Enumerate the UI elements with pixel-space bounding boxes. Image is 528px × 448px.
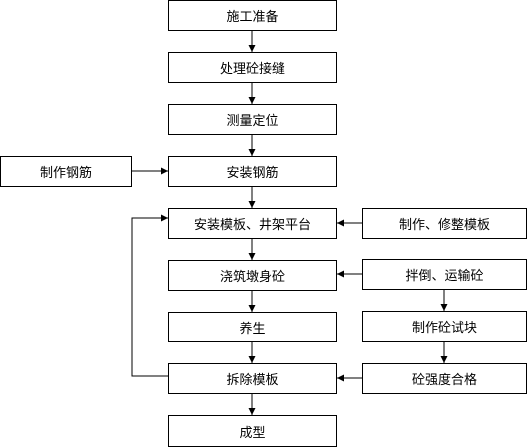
step-label: 测量定位 bbox=[226, 114, 279, 129]
side-label: 制作钢筋 bbox=[39, 166, 92, 181]
step-label: 安装钢筋 bbox=[226, 166, 279, 181]
step-label: 养生 bbox=[239, 321, 266, 337]
step-install-formwork: 安装模板、井架平台 bbox=[168, 208, 337, 239]
step-treat-joint: 处理砼接缝 bbox=[168, 52, 337, 83]
step-label: 浇筑墩身砼 bbox=[219, 270, 285, 285]
side-label: 制作、修整模板 bbox=[398, 218, 490, 233]
step-survey-position: 测量定位 bbox=[168, 104, 337, 135]
side-make-test-block: 制作砼试块 bbox=[362, 311, 527, 342]
step-label: 安装模板、井架平台 bbox=[193, 218, 311, 233]
step-install-rebar: 安装钢筋 bbox=[168, 156, 337, 187]
step-label: 成型 bbox=[239, 425, 266, 441]
step-construction-prep: 施工准备 bbox=[168, 0, 337, 31]
step-finished: 成型 bbox=[168, 415, 337, 447]
side-label: 制作砼试块 bbox=[411, 321, 477, 336]
step-curing: 养生 bbox=[168, 312, 337, 342]
side-make-formwork: 制作、修整模板 bbox=[362, 208, 527, 239]
side-label: 砼强度合格 bbox=[411, 373, 477, 388]
step-label: 施工准备 bbox=[226, 10, 279, 25]
step-pour-concrete: 浇筑墩身砼 bbox=[168, 260, 337, 291]
step-strip-formwork: 拆除模板 bbox=[168, 363, 337, 394]
step-label: 处理砼接缝 bbox=[219, 62, 285, 77]
side-mix-transport: 拌倒、运输砼 bbox=[362, 259, 527, 290]
side-label: 拌倒、运输砼 bbox=[405, 269, 484, 284]
side-make-rebar: 制作钢筋 bbox=[0, 156, 132, 187]
arrow-strip-loop-to-formwork bbox=[131, 214, 168, 377]
side-strength-qualified: 砼强度合格 bbox=[362, 363, 527, 394]
step-label: 拆除模板 bbox=[226, 373, 279, 388]
